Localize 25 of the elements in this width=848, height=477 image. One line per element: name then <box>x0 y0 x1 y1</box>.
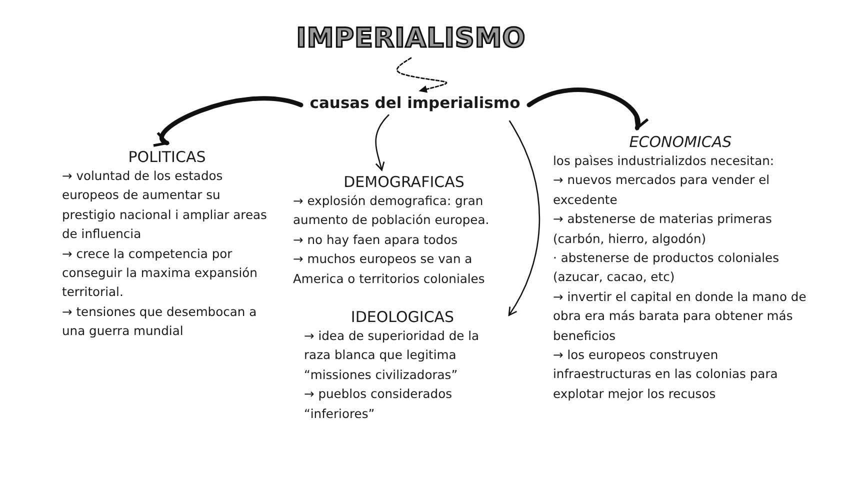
bullet-text: → pueblos considerados “inferiores” <box>303 386 454 423</box>
category-heading: DEMOGRAFICAS <box>342 172 466 192</box>
bullet-text: → crece la competencia por conseguir la maxima expansión territorial. <box>62 246 258 302</box>
bullet-text: → nuevos mercados para vender el excedente <box>553 172 771 209</box>
category-heading: IDEOLOGICAS <box>350 307 456 327</box>
arrow <box>508 120 540 316</box>
arrow <box>396 57 448 93</box>
bullet-text: → invertir el capital en donde la mano de obra era más barata para obtener más beneficios <box>553 288 808 345</box>
bullet-text: → voluntad de los estados europeos de aumentar su prestigio nacional i ampliar areas de influencia <box>62 168 268 244</box>
bullet-text: → idea de superioridad de la raza blanca que legitima “missiones civilizadoras” <box>303 328 480 384</box>
bullet-text: → muchos europeos se van a America o territorios coloniales <box>293 251 486 288</box>
arrow <box>526 88 647 130</box>
bullet-text: → tensiones que desembocan a una guerra mundial <box>62 304 258 340</box>
arrow <box>375 114 390 171</box>
category-heading: ECONOMICAS <box>628 132 733 152</box>
arrow <box>152 96 304 146</box>
bullet-text: · abstenerse de productos coloniales (azucar, cacao, etc) <box>553 250 780 286</box>
bullet-text: → los europeos construyen infraestructuras en las colonias para explotar mejor los recusos <box>553 347 779 403</box>
central-topic: causas del imperialismo <box>310 93 520 113</box>
title: IMPERIALISMO <box>296 22 526 56</box>
bullet-text: los paìses industrializdos necesitan: <box>553 153 776 170</box>
category-heading: POLITICAS <box>127 147 207 167</box>
bullet-text: → abstenerse de materias primeras (carbón, hierro, algodón) <box>553 211 773 248</box>
bullet-text: → no hay faen apara todos <box>293 232 459 249</box>
bullet-text: → explosión demografica: gran aumento de población europea. <box>293 193 490 230</box>
